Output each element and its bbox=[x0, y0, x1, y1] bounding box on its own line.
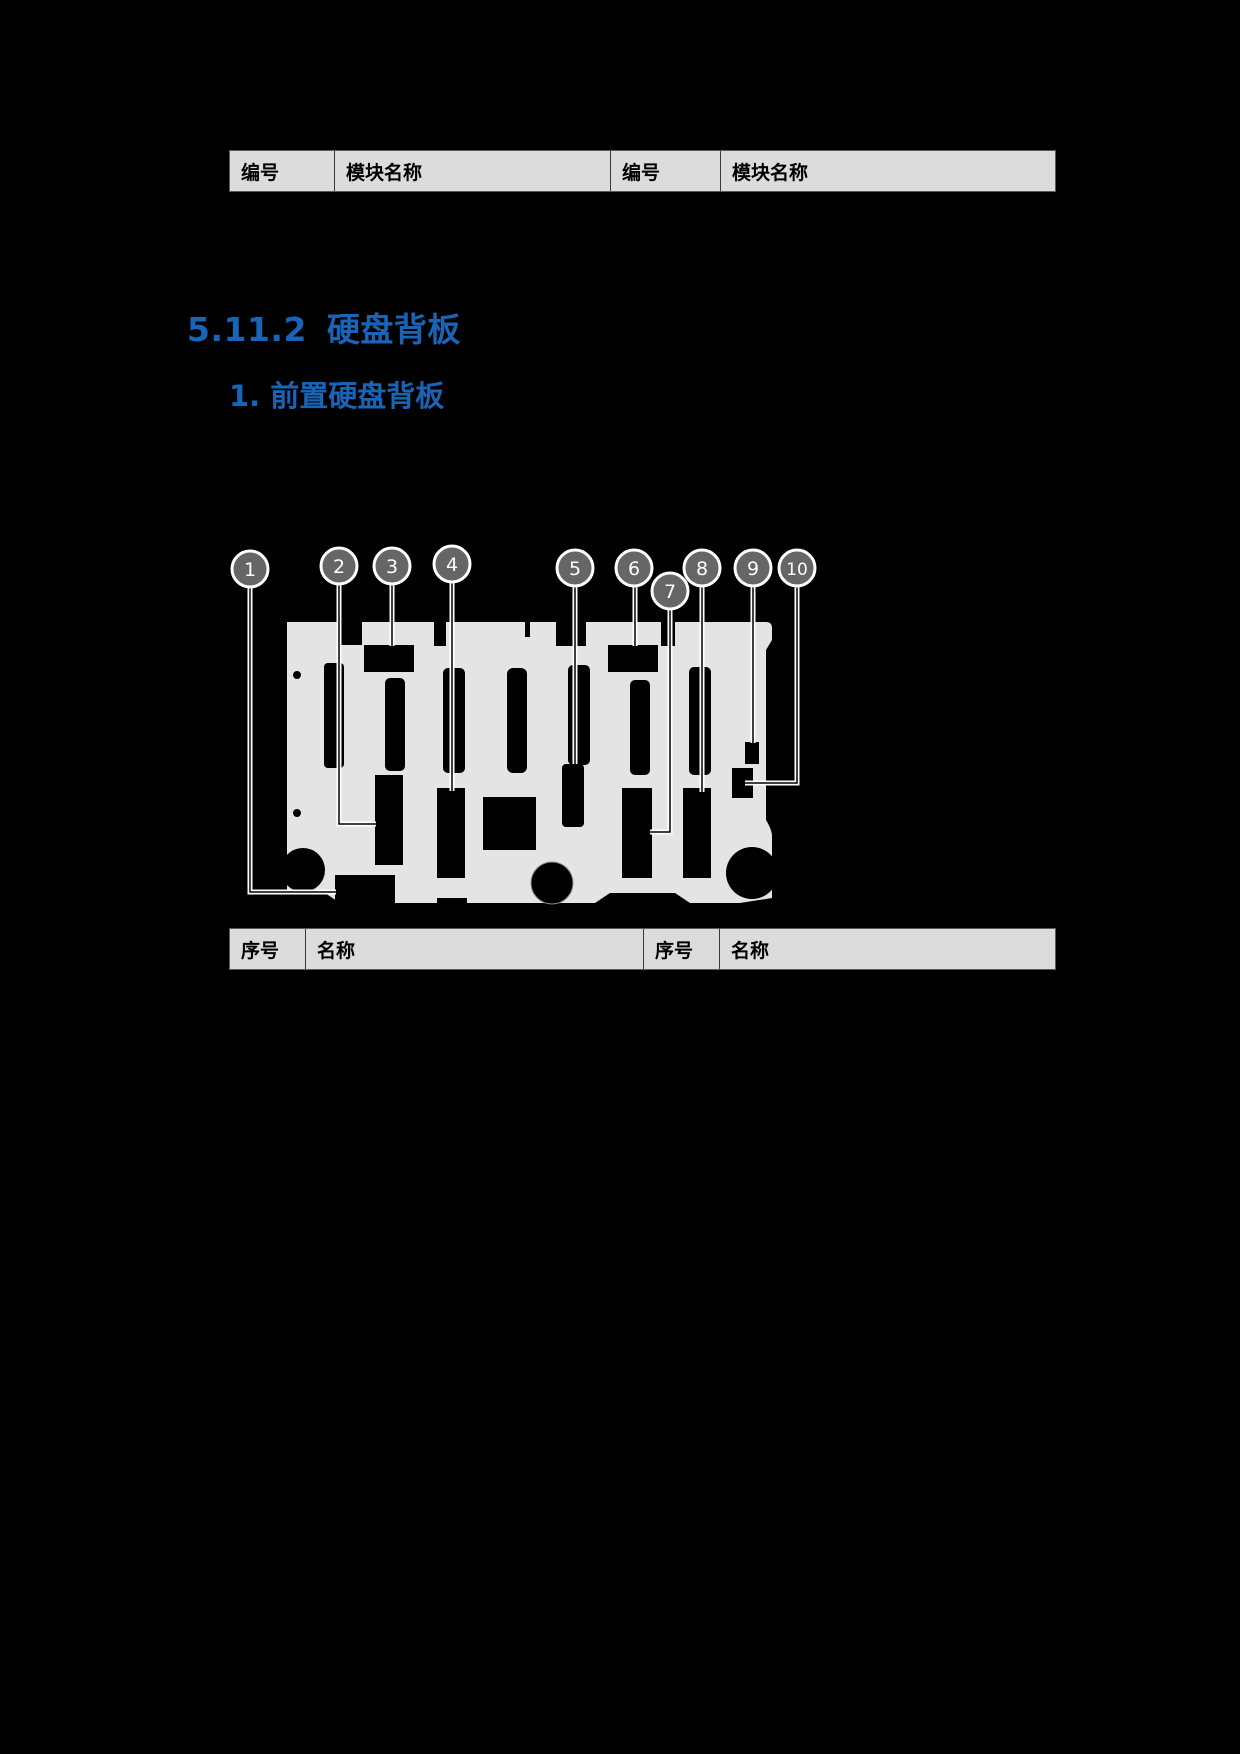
component-table-header: 序号 名称 序号 名称 bbox=[229, 928, 1056, 970]
backplane-figure: 1 2 3 4 5 6 7 8 9 10 bbox=[220, 540, 820, 920]
callout-10-icon bbox=[777, 548, 817, 588]
callout-1-icon bbox=[230, 549, 270, 589]
callout-3-label: 3 bbox=[386, 556, 398, 578]
callout-5-icon bbox=[555, 548, 595, 588]
callout-6-label: 6 bbox=[628, 558, 640, 580]
callout-8-icon bbox=[682, 548, 722, 588]
subsection-heading: 1. 前置硬盘背板 bbox=[229, 379, 445, 413]
header-id-2: 编号 bbox=[611, 151, 721, 191]
callout-6-icon bbox=[614, 548, 654, 588]
section-number: 5.11.2 bbox=[187, 310, 307, 349]
header-id-1: 编号 bbox=[230, 151, 335, 191]
callout-3-icon bbox=[372, 546, 412, 586]
callout-10-label: 10 bbox=[786, 560, 808, 580]
callout-2-label: 2 bbox=[333, 556, 345, 578]
header-index-1: 序号 bbox=[230, 929, 306, 969]
header-module-name-1: 模块名称 bbox=[335, 151, 611, 191]
callout-7-icon bbox=[650, 571, 690, 611]
callout-1-label: 1 bbox=[244, 559, 256, 581]
callout-9-icon bbox=[733, 548, 773, 588]
callout-9-label: 9 bbox=[747, 558, 759, 580]
callout-4-label: 4 bbox=[446, 554, 458, 576]
callout-2-icon bbox=[319, 546, 359, 586]
module-table-header: 编号 模块名称 编号 模块名称 bbox=[229, 150, 1056, 192]
section-title: 硬盘背板 bbox=[326, 310, 461, 349]
header-name-2: 名称 bbox=[731, 939, 770, 962]
header-index-2: 序号 bbox=[644, 929, 720, 969]
callout-8-label: 8 bbox=[696, 558, 708, 580]
header-module-name-2: 模块名称 bbox=[732, 161, 809, 184]
section-heading: 5.11.2 硬盘背板 bbox=[187, 303, 461, 351]
callout-7-label: 7 bbox=[664, 581, 676, 603]
callout-5-label: 5 bbox=[569, 558, 581, 580]
header-name-1: 名称 bbox=[306, 929, 644, 969]
callout-4-icon bbox=[432, 544, 472, 584]
